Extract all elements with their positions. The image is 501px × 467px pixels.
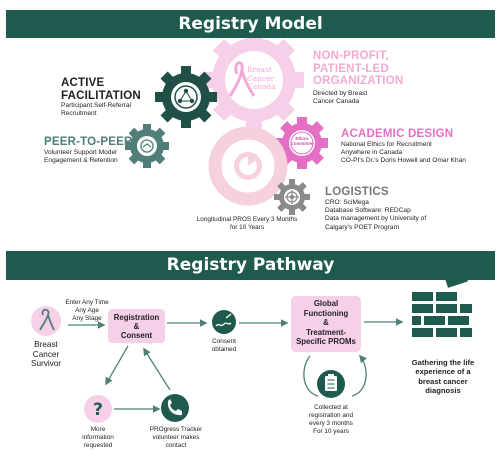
- people-network-icon: [177, 88, 195, 104]
- bcc-logo-text: Breast Cancer Canada: [247, 65, 276, 91]
- question-icon: ?: [93, 400, 103, 420]
- collection-loop-arrow: [303, 356, 366, 397]
- target-icon: [285, 190, 299, 204]
- more-info-label: More information requested: [82, 426, 114, 449]
- handshake-icon: [140, 139, 154, 153]
- logistics-label: LOGISTICS CRO: SciMega Database Software…: [325, 186, 427, 231]
- enter-label: Enter Any Time Any Age Any Stage: [65, 299, 109, 322]
- active-facilitation-gear: [155, 66, 217, 128]
- collected-label: Collected at registration and every 3 mo…: [308, 404, 354, 435]
- ribbon-icon: [39, 308, 55, 331]
- phone-icon: [167, 399, 182, 416]
- academic-design-label: ACADEMIC DESIGN National Ethics for Recr…: [341, 128, 466, 165]
- tracker-circle: [161, 394, 189, 422]
- nonprofit-gear: [204, 30, 304, 130]
- clipboard-icon: [325, 374, 337, 391]
- registration-box: [108, 309, 165, 343]
- brick-wall-icon: [412, 272, 472, 337]
- registration-label: Registration & Consent: [113, 313, 160, 340]
- arrow-tracker-to-registration: [143, 347, 171, 391]
- pen-signature-icon: [215, 313, 232, 327]
- consent-label: Consent obtained: [211, 338, 237, 353]
- ethics-logo-text: Ethics Committee: [290, 136, 314, 147]
- consent-circle: [212, 310, 236, 334]
- longitudinal-cycle-icon: [208, 126, 288, 206]
- survivor-label: Breast Cancer Survivor: [30, 340, 62, 369]
- more-info-circle: [84, 395, 112, 423]
- registry-model-banner: Registry Model: [6, 10, 495, 38]
- arrow-registration-to-moreinfo: [105, 345, 129, 386]
- registry-pathway-banner: Registry Pathway: [6, 251, 495, 280]
- gathering-label: Gathering the life experience of a breas…: [411, 358, 475, 396]
- pink-ribbon-icon: [228, 61, 256, 97]
- longitudinal-label: Longitudinal PROS Every 3 Months for 10 …: [196, 216, 298, 231]
- global-box: [291, 296, 361, 352]
- peer-to-peer-label: PEER-TO-PEER Volunteer Support Model Eng…: [44, 136, 133, 164]
- active-facilitation-label: ACTIVE FACILITATION Participant Self-Ref…: [61, 77, 141, 118]
- tracker-label: PROgress Tracker volunteer makes contact: [149, 426, 203, 449]
- nonprofit-label: NON-PROFIT, PATIENT-LED ORGANIZATION Dir…: [313, 50, 404, 105]
- global-label: Global Functioning & Treatment- Specific…: [296, 299, 356, 347]
- peer-gear: [125, 124, 169, 168]
